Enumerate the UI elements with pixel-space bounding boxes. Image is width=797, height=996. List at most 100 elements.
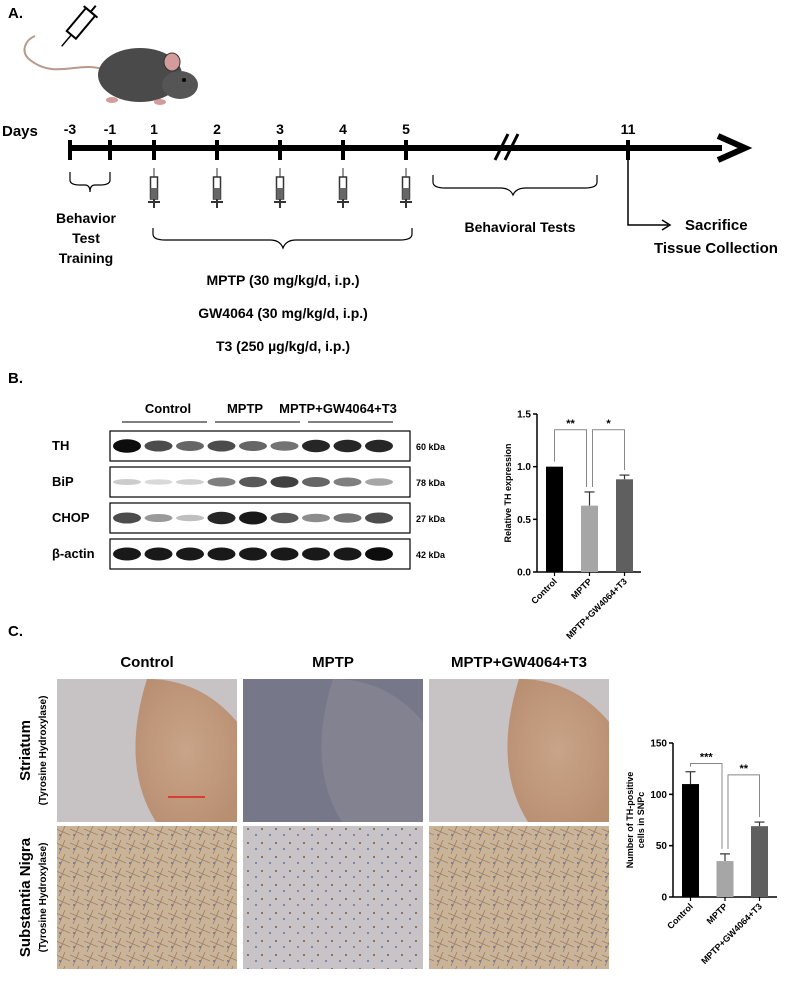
- blot-band: [113, 512, 141, 524]
- bar-mptp: [581, 505, 598, 572]
- y-tick-label: 50: [656, 841, 668, 852]
- day-label: 5: [402, 121, 410, 137]
- bar-control: [546, 466, 563, 572]
- axis-break: [493, 133, 520, 161]
- blot-group-label: Control: [145, 401, 191, 416]
- sacrifice-arrow: [627, 160, 668, 226]
- blot-band: [365, 547, 393, 561]
- mouse-illustration: [23, 35, 198, 105]
- kda-label: 60 kDa: [416, 442, 446, 452]
- blot-band: [365, 512, 393, 524]
- blot-row-label: TH: [52, 438, 69, 453]
- behavioral-tests-bracket: [432, 175, 598, 197]
- syringe-icon: [400, 168, 412, 208]
- tissue-collection-label: Tissue Collection: [654, 240, 778, 257]
- x-tick-label: MPTP: [569, 576, 594, 601]
- kda-label: 42 kDa: [416, 550, 446, 560]
- y-axis-label: Relative TH expression: [503, 443, 513, 542]
- blot-band: [239, 476, 267, 488]
- blot-band: [207, 511, 236, 525]
- blot-band: [207, 547, 236, 561]
- blot-band: [270, 441, 299, 451]
- blot-group-label: MPTP: [227, 401, 263, 416]
- blot-band: [302, 477, 330, 487]
- y-tick-label: 1.0: [517, 462, 531, 473]
- x-tick-label: MPTP: [705, 901, 730, 926]
- blot-band: [239, 547, 267, 561]
- bar-mptp-gw4064-t3: [616, 479, 633, 572]
- treatment-t3: T3 (250 µg/kg/d, i.p.): [216, 338, 350, 354]
- y-axis-label: cells in SNPc: [636, 792, 646, 849]
- treatment-bracket: [152, 228, 413, 250]
- blot-band: [333, 477, 362, 487]
- substantia-nigra-image: [57, 826, 237, 969]
- histology-row-sublabel: (Tyrosine Hydroxylase): [38, 696, 49, 806]
- blot-band: [113, 439, 141, 453]
- syringe-row: [148, 168, 412, 208]
- training-label-1: Behavior: [56, 210, 116, 226]
- blot-band: [333, 439, 362, 453]
- day-label: -3: [64, 121, 77, 137]
- histology-column-title: Control: [120, 654, 173, 671]
- day-label: 2: [213, 121, 221, 137]
- blot-band: [113, 547, 141, 561]
- treatment-gw4064: GW4064 (30 mg/kg/d, i.p.): [198, 305, 368, 321]
- significance-bracket: [554, 429, 587, 487]
- sacrifice-arrowhead: [661, 219, 672, 231]
- significance-bracket: [690, 763, 723, 849]
- x-tick-label: MPTP+GW4064+T3: [564, 576, 629, 641]
- significance-bracket: [727, 774, 760, 849]
- blot-band: [144, 514, 173, 522]
- blot-band: [176, 479, 204, 485]
- y-tick-label: 150: [650, 739, 667, 750]
- substantia-nigra-image: [243, 826, 423, 969]
- blot-band: [270, 547, 299, 561]
- blot-band: [270, 476, 299, 488]
- blot-band: [176, 514, 204, 522]
- striatum-region: [507, 679, 609, 822]
- blot-band: [207, 477, 236, 487]
- blot-band: [302, 439, 330, 453]
- significance-label: *: [606, 418, 611, 430]
- significance-bracket: [592, 429, 625, 487]
- histology-row-label: Substantia Nigra: [17, 837, 34, 957]
- training-label-2: Test: [72, 230, 100, 246]
- blot-band: [144, 479, 173, 485]
- day-label: 1: [150, 121, 158, 137]
- blot-band: [365, 478, 393, 486]
- significance-label: ***: [700, 752, 714, 764]
- day-label: 4: [339, 121, 347, 137]
- x-tick-label: Control: [529, 576, 559, 606]
- blot-row-label: β-actin: [52, 546, 95, 561]
- blot-band: [176, 547, 204, 561]
- blot-band: [333, 547, 362, 561]
- syringe-icon: [274, 168, 286, 208]
- y-tick-label: 0.0: [517, 568, 531, 579]
- panel-label-c: C.: [8, 623, 23, 640]
- timeline-arrow: [716, 133, 753, 163]
- panel-label-a: A.: [8, 5, 23, 22]
- blot-group-label: MPTP+GW4064+T3: [279, 401, 397, 416]
- blot-band: [239, 441, 267, 451]
- y-tick-label: 0.5: [517, 515, 531, 526]
- histology-column-title: MPTP: [312, 654, 354, 671]
- y-axis-label: Number of TH-positive: [625, 772, 635, 869]
- syringe-icon: [148, 168, 160, 208]
- striatum-region: [321, 679, 423, 822]
- blot-band: [302, 513, 330, 523]
- behavioral-tests-label: Behavioral Tests: [464, 219, 575, 235]
- y-tick-label: 100: [650, 790, 667, 801]
- days-label: Days: [2, 123, 38, 140]
- y-tick-label: 0: [661, 893, 667, 904]
- blot-row-label: BiP: [52, 474, 74, 489]
- syringe-icon: [61, 5, 99, 47]
- blot-band: [333, 513, 362, 523]
- striatum-region: [135, 679, 237, 822]
- blot-band: [302, 547, 330, 561]
- x-tick-label: MPTP+GW4064+T3: [699, 901, 764, 966]
